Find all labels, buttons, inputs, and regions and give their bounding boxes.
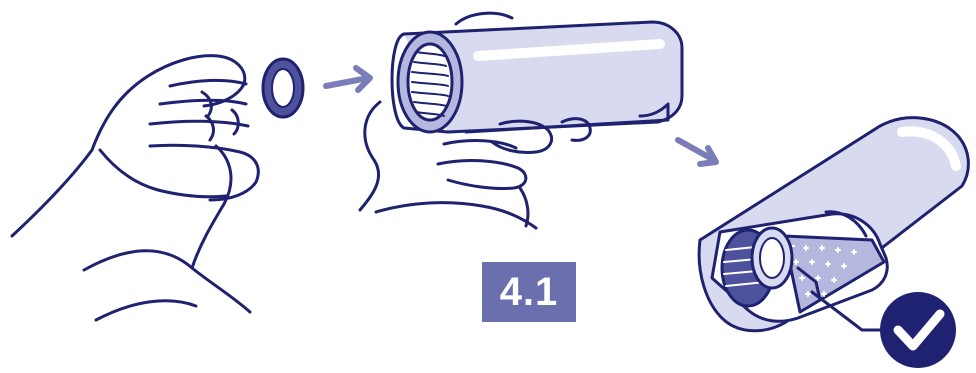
step-number-badge: 4.1: [482, 262, 576, 322]
opened-device: [697, 116, 970, 333]
ring-part: [261, 57, 305, 119]
left-hand-holding-ring: [10, 54, 260, 322]
check-circle-icon: [880, 292, 956, 368]
arrow-right-1: [323, 65, 373, 93]
device-in-hand: [358, 11, 684, 230]
arrow-right-2: [675, 137, 719, 167]
